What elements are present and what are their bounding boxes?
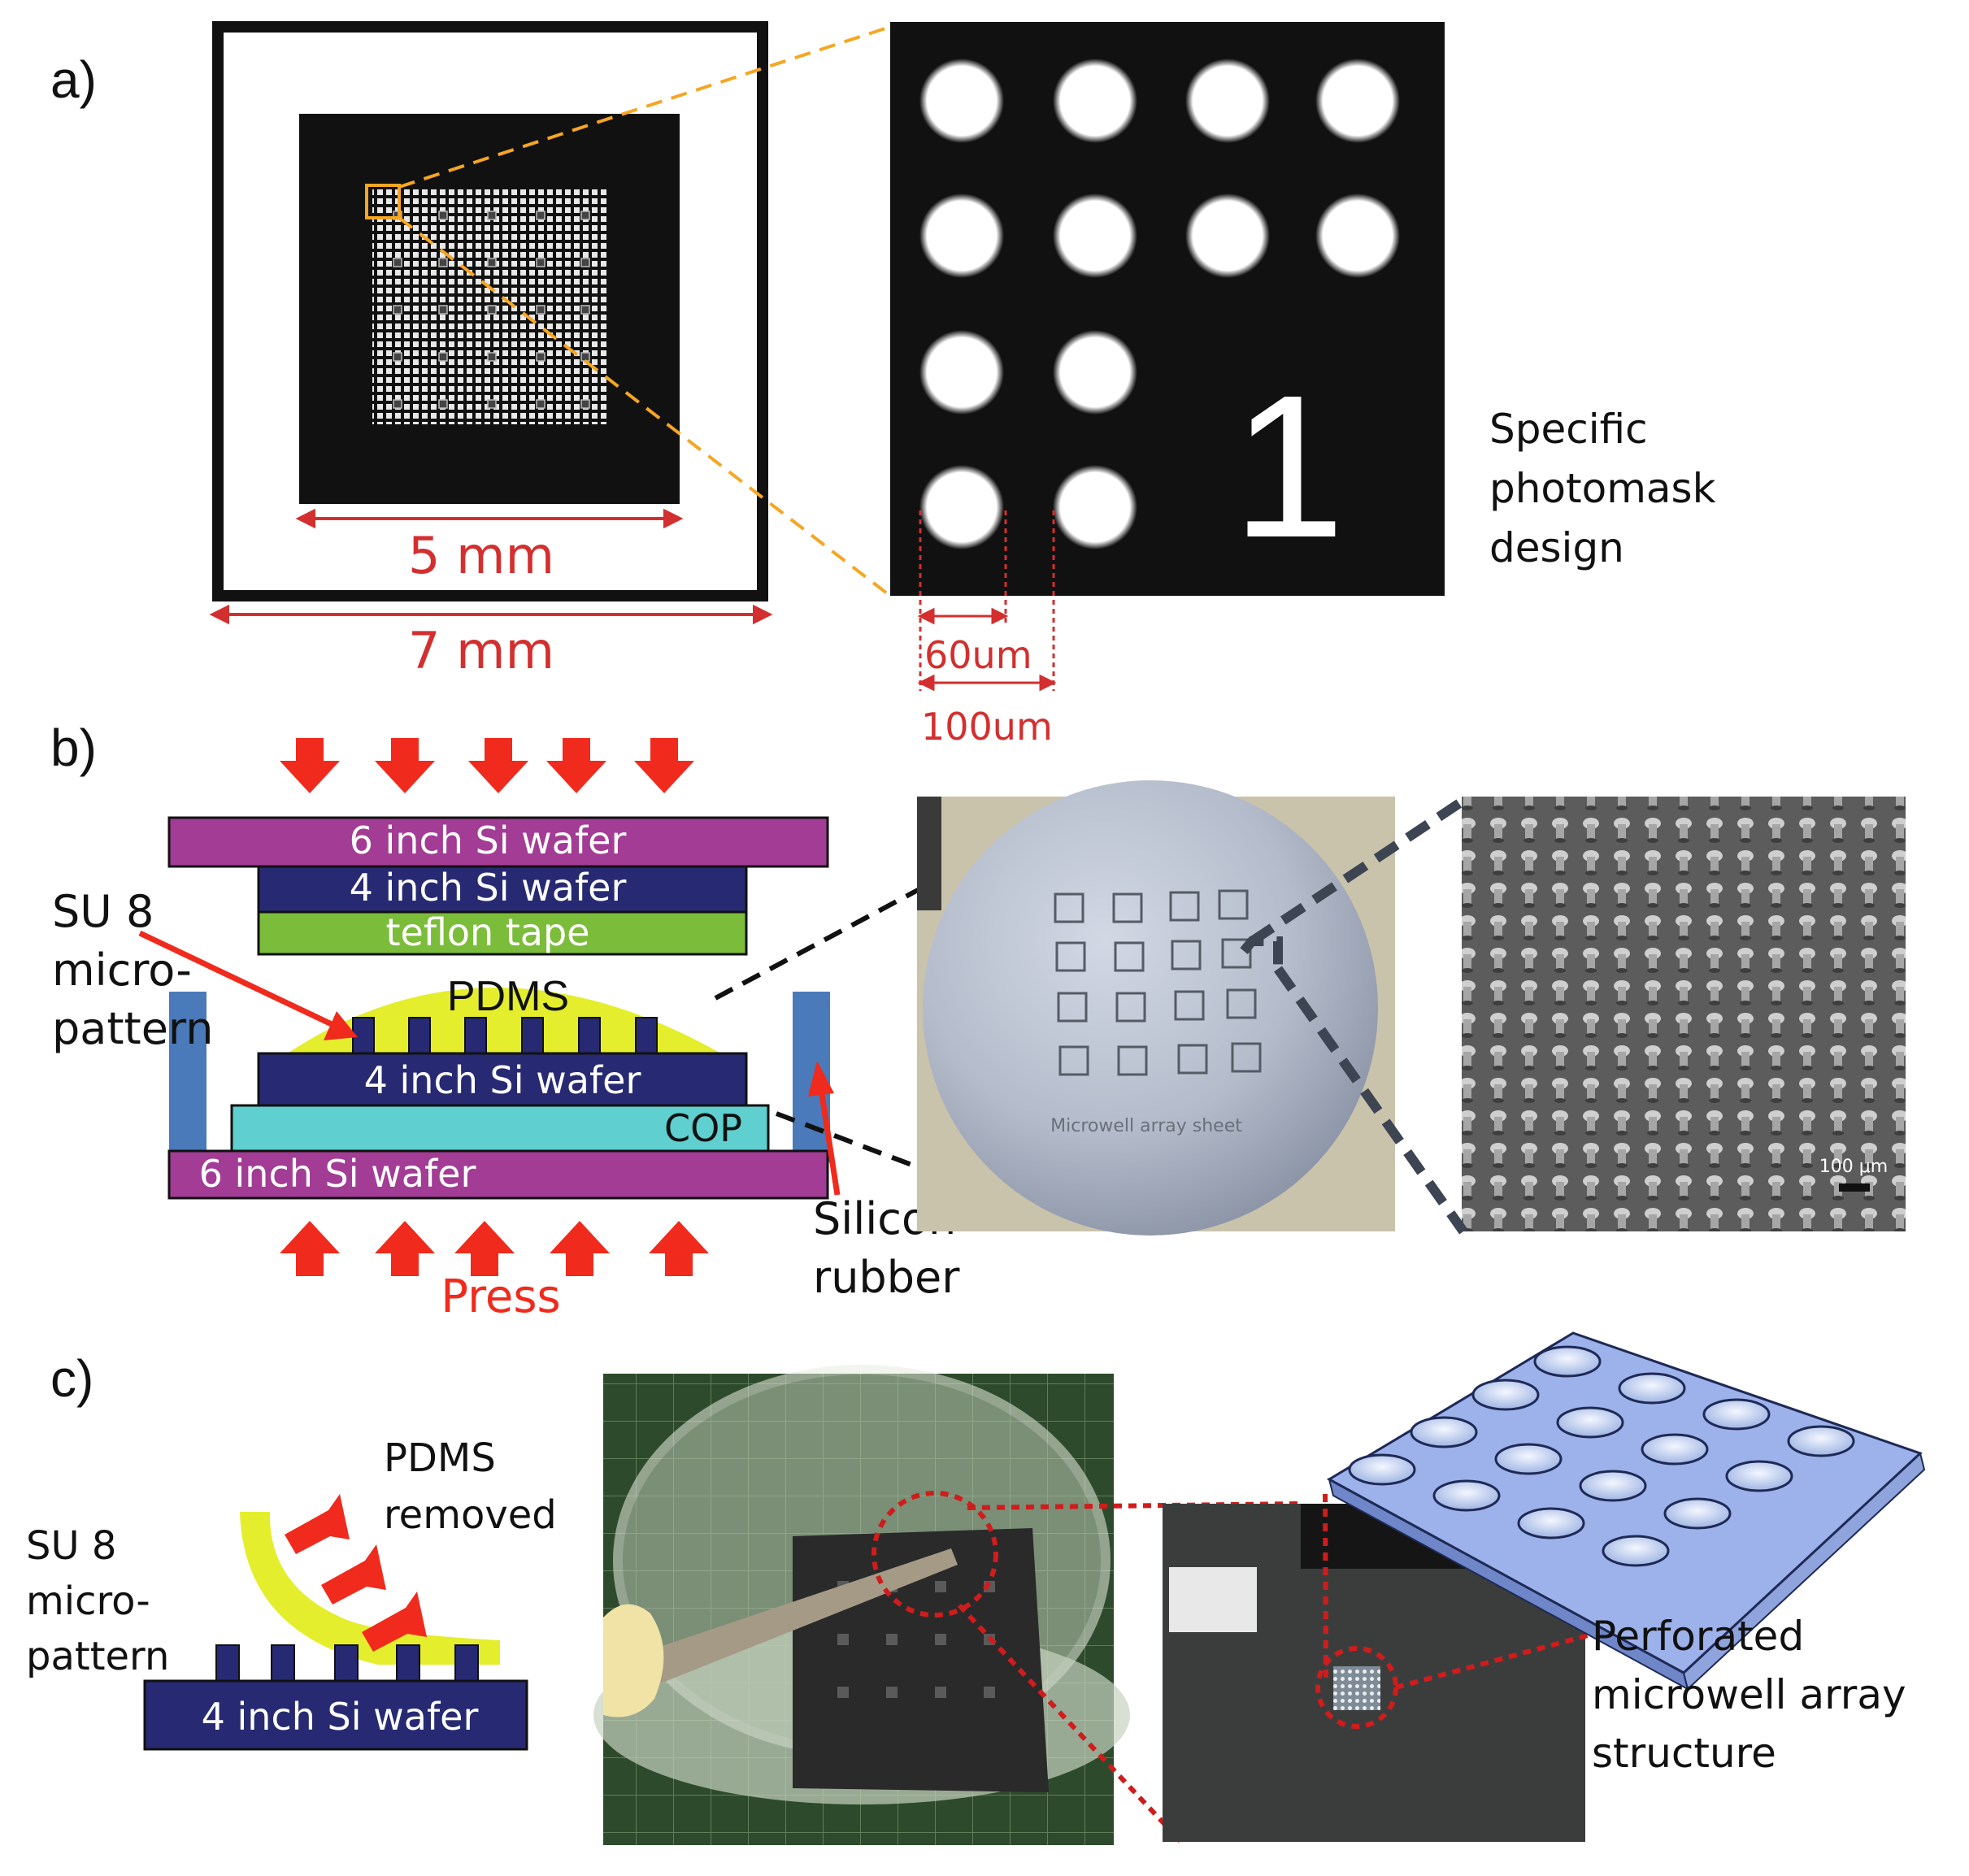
perforated-caption: Perforated microwell array structure — [1592, 1613, 1906, 1777]
petri-dish-photo — [593, 1365, 1130, 1845]
svg-text:SU 8: SU 8 — [26, 1523, 116, 1569]
top-4inch-si-wafer — [257, 865, 748, 914]
svg-text:pattern: pattern — [26, 1634, 169, 1679]
svg-text:Specific: Specific — [1489, 406, 1648, 453]
svg-text:Perforated: Perforated — [1592, 1613, 1804, 1660]
dimension-7mm-label: 7 mm — [408, 621, 554, 680]
connector-sem — [1240, 797, 1467, 1235]
connector-wafer-top — [714, 843, 1003, 1001]
svg-text:rubber: rubber — [813, 1252, 960, 1303]
dimension-5mm — [295, 508, 684, 529]
peel-arrows — [285, 1494, 427, 1652]
su8-pointer-arrow — [138, 930, 358, 1040]
dimension-hole-pitch — [917, 510, 1057, 692]
silicon-rubber-left — [169, 992, 206, 1162]
microwell-sheet-photo: Microwell array sheet — [917, 780, 1395, 1235]
su8-micropattern-c — [215, 1644, 479, 1682]
zoom-line-top — [398, 25, 891, 189]
dimension-100um-label: 100um — [921, 705, 1053, 749]
svg-text:microwell array: microwell array — [1592, 1671, 1906, 1718]
svg-text:micro-: micro- — [52, 945, 192, 996]
sem-scale-bar — [1839, 1183, 1870, 1192]
svg-text:photomask: photomask — [1489, 465, 1716, 512]
su8-label: SU 8 micro- pattern — [52, 886, 213, 1054]
press-arrows-top — [280, 738, 694, 793]
cop-label: COP — [664, 1106, 742, 1150]
sem-image: 100 μm — [1462, 797, 1906, 1231]
sheet-closeup-photo — [1163, 1504, 1585, 1842]
wafer-engraved-text: Microwell array sheet — [1050, 1116, 1242, 1136]
panel-c: c) PDMS removed 4 inch Si wafer SU 8 mic… — [26, 1331, 1926, 1845]
panel-a-label: a) — [50, 50, 97, 109]
top-4inch-si-wafer-label: 4 inch Si wafer — [350, 866, 627, 910]
cop-layer — [230, 1104, 770, 1153]
tweezers — [626, 1548, 958, 1691]
svg-text:pattern: pattern — [52, 1003, 213, 1054]
photomask-caption: Specific photomask design — [1489, 406, 1716, 571]
pdms-removed-label: PDMS removed — [384, 1435, 557, 1538]
c-4inch-si-wafer-label: 4 inch Si wafer — [202, 1695, 479, 1739]
dimension-5mm-label: 5 mm — [408, 526, 554, 585]
top-6inch-si-wafer — [167, 816, 829, 868]
connector-dish-bottom — [957, 1603, 1183, 1843]
perforated-microwell-model — [1326, 1331, 1926, 1691]
zoom-selection-box — [365, 184, 401, 219]
silicon-rubber-pointer-arrow — [808, 1061, 841, 1196]
panel-c-label: c) — [50, 1349, 93, 1408]
closeup-microwell-array — [1333, 1666, 1380, 1710]
svg-text:PDMS: PDMS — [384, 1435, 496, 1481]
bottom-4inch-si-wafer-label: 4 inch Si wafer — [364, 1058, 641, 1102]
zoom-pattern-number: 1 — [1232, 353, 1345, 580]
peeled-pdms-film — [240, 1512, 500, 1665]
su8-label-c: SU 8 micro- pattern — [26, 1523, 169, 1679]
dimension-7mm — [209, 604, 773, 625]
svg-text:structure: structure — [1592, 1730, 1776, 1777]
model-wells — [1348, 1345, 1855, 1567]
svg-text:removed: removed — [384, 1492, 557, 1538]
teflon-tape — [257, 910, 748, 956]
svg-text:SU 8: SU 8 — [52, 886, 154, 937]
dish-highlight-circle — [871, 1491, 998, 1618]
svg-text:micro-: micro- — [26, 1579, 150, 1624]
grid-markers — [393, 211, 590, 409]
press-label: Press — [441, 1270, 560, 1323]
bottom-6inch-si-wafer — [167, 1149, 829, 1200]
panel-b: b) 6 inch Si wafer 4 inch Si wafer teflo… — [50, 719, 1906, 1323]
teflon-tape-label: teflon tape — [386, 910, 590, 954]
connector-dish-top — [967, 1501, 1302, 1510]
gloved-hand — [603, 1604, 664, 1717]
photomask-holes — [919, 59, 1400, 549]
c-4inch-si-wafer — [143, 1679, 528, 1751]
bottom-4inch-si-wafer — [257, 1052, 748, 1107]
press-arrows-bottom — [280, 1221, 709, 1276]
dimension-60um-label: 60um — [924, 633, 1032, 677]
top-6inch-si-wafer-label: 6 inch Si wafer — [350, 819, 627, 862]
panel-a: a) 5 mm 7 mm — [50, 21, 1716, 749]
panel-b-label: b) — [50, 719, 97, 777]
sem-scale-label: 100 μm — [1819, 1157, 1888, 1177]
pdms-label: PDMS — [447, 973, 569, 1020]
bottom-6inch-si-wafer-label: 6 inch Si wafer — [199, 1152, 476, 1196]
wafer-die-grid — [1054, 889, 1262, 1076]
connector-model-left — [1323, 1487, 1328, 1678]
svg-text:design: design — [1489, 524, 1624, 571]
connector-wafer-bottom — [775, 1111, 1010, 1204]
pdms-dome — [289, 988, 719, 1053]
